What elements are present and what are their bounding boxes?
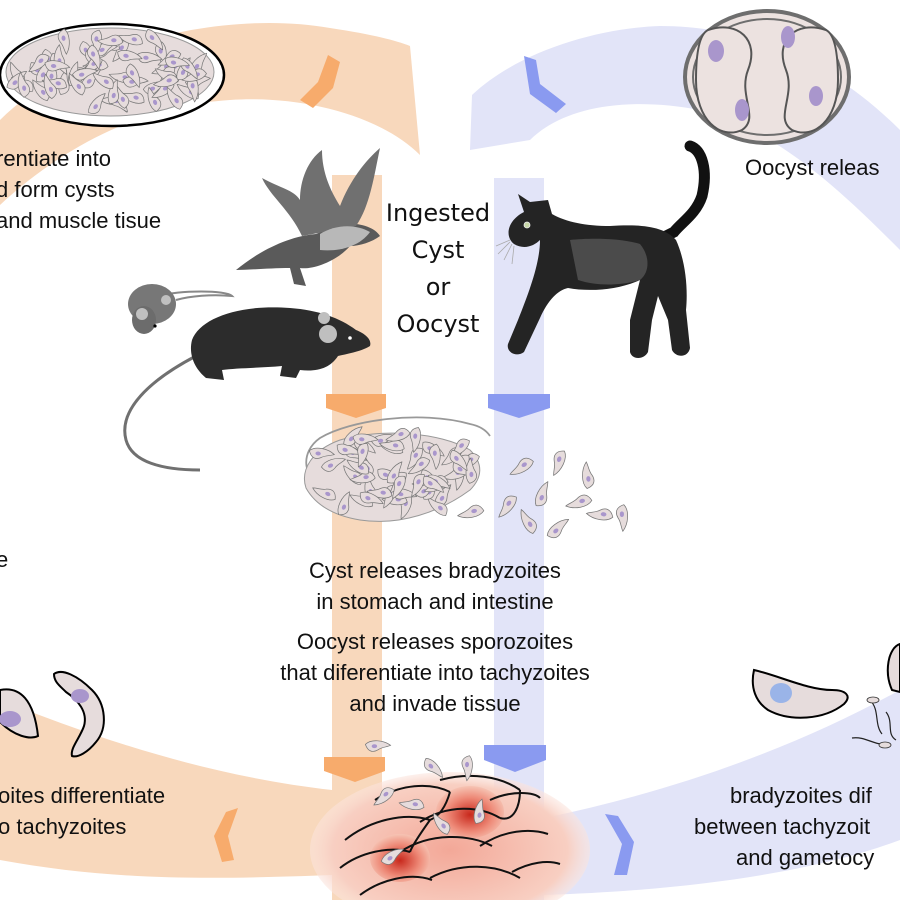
label-line: rentiate into (0, 146, 111, 171)
parasite-zoite (364, 740, 392, 752)
label-line: o tachyzoites (0, 814, 127, 839)
arrow-down-blue-1 (488, 394, 550, 418)
infected-tissue-figure (310, 740, 590, 900)
cyst-release-label: Cyst releases bradyzoites in stomach and… (235, 555, 635, 617)
label-line: and invade tissue (349, 691, 521, 716)
direction-arrows (214, 55, 634, 875)
oocyst-release-label: Oocyst releases sporozoites that diferen… (235, 626, 635, 719)
ruptured-cyst-figure (304, 416, 629, 542)
label-line: between tachyzoit (694, 814, 871, 839)
arrow-bottom-blue (605, 814, 634, 875)
label-line: in stomach and intestine (316, 589, 554, 614)
rat-figure (123, 307, 371, 472)
label-line: that diferentiate into tachyzoites (280, 660, 590, 685)
oocyst-note-label: Oocyst releas (745, 152, 880, 183)
label-line: and gametocy (736, 845, 875, 870)
label-line: or (425, 273, 451, 301)
label-line: Cyst releases bradyzoites (309, 558, 561, 583)
bradyzoite-to-tachyzoite-label: oites differentiate o tachyzoites (0, 780, 165, 842)
tissue-cyst-figure (0, 22, 226, 128)
arrow-down-blue-2 (484, 745, 546, 772)
oocyst-figure (683, 9, 851, 145)
tachyzoites-right-figure (751, 642, 900, 749)
label-line: bradyzoites dif (730, 783, 872, 808)
parasite-zoite (585, 506, 615, 522)
arrow-bottom-orange (214, 808, 238, 862)
label-line: e (0, 547, 9, 572)
arrow-down-orange-1 (326, 394, 386, 418)
arrow-top-orange (300, 55, 340, 108)
label-line: Oocyst (396, 310, 480, 338)
parasite-zoite (544, 515, 574, 542)
label-line: and muscle tisue (0, 208, 162, 233)
label-line: Oocyst releas (745, 155, 880, 180)
parasite-zoite (615, 504, 629, 532)
parasite-zoite (455, 503, 486, 521)
parasite-zoite (547, 447, 569, 478)
bird-figure (236, 148, 380, 286)
ingested-cyst-or-oocyst-label: Ingested Cyst or Oocyst (378, 195, 498, 343)
parasite-zoite (563, 492, 594, 512)
arrow-down-orange-2 (324, 757, 385, 782)
label-line: oites differentiate (0, 783, 166, 808)
parasite-zoite (580, 461, 595, 490)
tissue-cyst-note-label: rentiate into d form cysts and muscle ti… (0, 143, 161, 236)
tachyzoites-left-figure (0, 671, 105, 758)
left-edge-fragment-label: e (0, 544, 8, 575)
label-line: Ingested (385, 199, 491, 227)
arrow-top-blue (524, 56, 566, 113)
cat-figure (495, 140, 710, 358)
label-line: Oocyst releases sporozoites (296, 629, 574, 654)
label-line: Cyst (411, 236, 465, 264)
mouse-figure (128, 284, 235, 334)
label-line: d form cysts (0, 177, 115, 202)
bradyzoite-differentiation-right-label: bradyzoites dif between tachyzoit and ga… (694, 780, 900, 873)
